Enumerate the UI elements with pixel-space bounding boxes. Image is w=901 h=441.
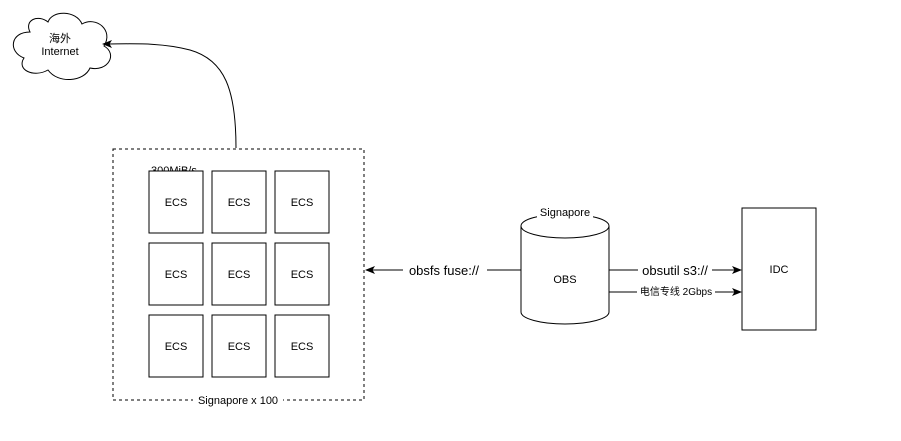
- obs-label: OBS: [553, 274, 576, 286]
- ecs-node-label: ECS: [228, 269, 251, 281]
- leased-line-label: 电信专线 2Gbps: [640, 285, 712, 298]
- ecs-node: ECS: [274, 314, 330, 378]
- cluster-to-internet-connector: [102, 39, 237, 149]
- obs-region-label: Signapore: [540, 207, 590, 219]
- obs-to-cluster-label: obsfs fuse://: [409, 263, 479, 278]
- ecs-node: ECS: [211, 170, 267, 234]
- idc-label: IDC: [770, 264, 789, 276]
- idc-datacenter: IDC: [741, 207, 817, 331]
- internet-cloud: 海外 Internet: [13, 12, 111, 80]
- cloud-label-line1: 海外: [49, 31, 71, 45]
- cluster-container: [112, 148, 365, 401]
- ecs-grid: ECS ECS ECS ECS ECS ECS ECS ECS: [148, 170, 330, 378]
- ecs-node-label: ECS: [291, 197, 314, 209]
- ecs-node-label: ECS: [165, 341, 188, 353]
- ecs-node: ECS: [148, 242, 204, 306]
- obs-storage: Signapore OBS: [520, 206, 610, 325]
- ecs-node-label: ECS: [165, 197, 188, 209]
- obs-to-idc-label: obsutil s3://: [642, 263, 708, 278]
- ecs-node-label: ECS: [228, 197, 251, 209]
- ecs-node: ECS: [148, 314, 204, 378]
- cloud-label-line2: Internet: [41, 46, 78, 58]
- ecs-node: ECS: [274, 170, 330, 234]
- ecs-node-label: ECS: [165, 269, 188, 281]
- ecs-node: ECS: [211, 242, 267, 306]
- cluster-caption: Signapore x 100: [198, 395, 278, 407]
- ecs-node: ECS: [274, 242, 330, 306]
- ecs-node: ECS: [211, 314, 267, 378]
- ecs-node-label: ECS: [228, 341, 251, 353]
- ecs-node-label: ECS: [291, 269, 314, 281]
- ecs-node: ECS: [148, 170, 204, 234]
- ecs-node-label: ECS: [291, 341, 314, 353]
